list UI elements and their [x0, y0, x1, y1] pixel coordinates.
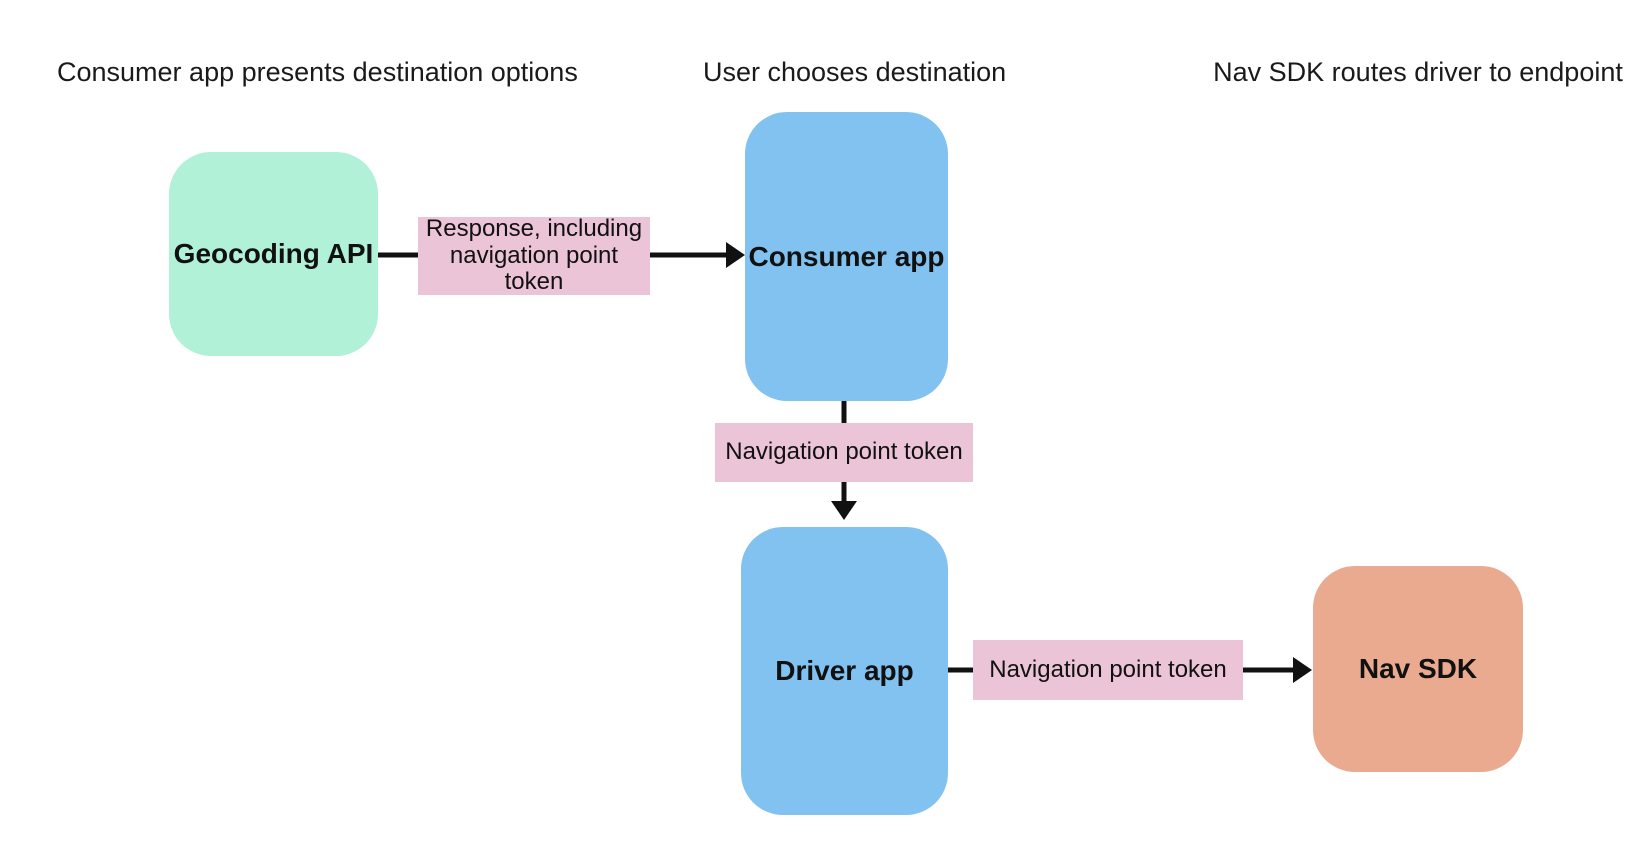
edge-label-navigation-point-token-driver-to-navsdk: Navigation point token: [973, 640, 1243, 700]
arrow-response-label-to-consumer-app: [650, 242, 745, 268]
node-label-driver-app: Driver app: [775, 655, 914, 686]
column-header-navsdk-routes: Nav SDK routes driver to endpoint: [1213, 57, 1623, 87]
arrowhead-down-icon: [831, 501, 857, 520]
node-label-geocoding-api: Geocoding API: [173, 238, 374, 269]
edge-label-response-including-navigation-point-token: Response, including navigation point tok…: [418, 215, 650, 295]
arrow-token-label-to-nav-sdk: [1243, 657, 1312, 683]
node-geocoding-api: Geocoding API: [169, 152, 378, 356]
node-label-nav-sdk: Nav SDK: [1358, 653, 1478, 684]
arrowhead-right-icon: [1293, 657, 1312, 683]
column-header-consumer-presents: Consumer app presents destination option…: [57, 57, 578, 87]
edge-label-navigation-point-token-consumer-to-driver: Navigation point token: [715, 423, 973, 482]
node-consumer-app: Consumer app: [745, 112, 948, 401]
column-header-user-chooses: User chooses destination: [703, 57, 1007, 87]
arrow-token-label-to-driver-app: [831, 482, 857, 520]
node-driver-app: Driver app: [741, 527, 948, 815]
arrowhead-right-icon: [726, 242, 745, 268]
node-nav-sdk: Nav SDK: [1313, 566, 1523, 772]
node-label-consumer-app: Consumer app: [748, 240, 945, 272]
